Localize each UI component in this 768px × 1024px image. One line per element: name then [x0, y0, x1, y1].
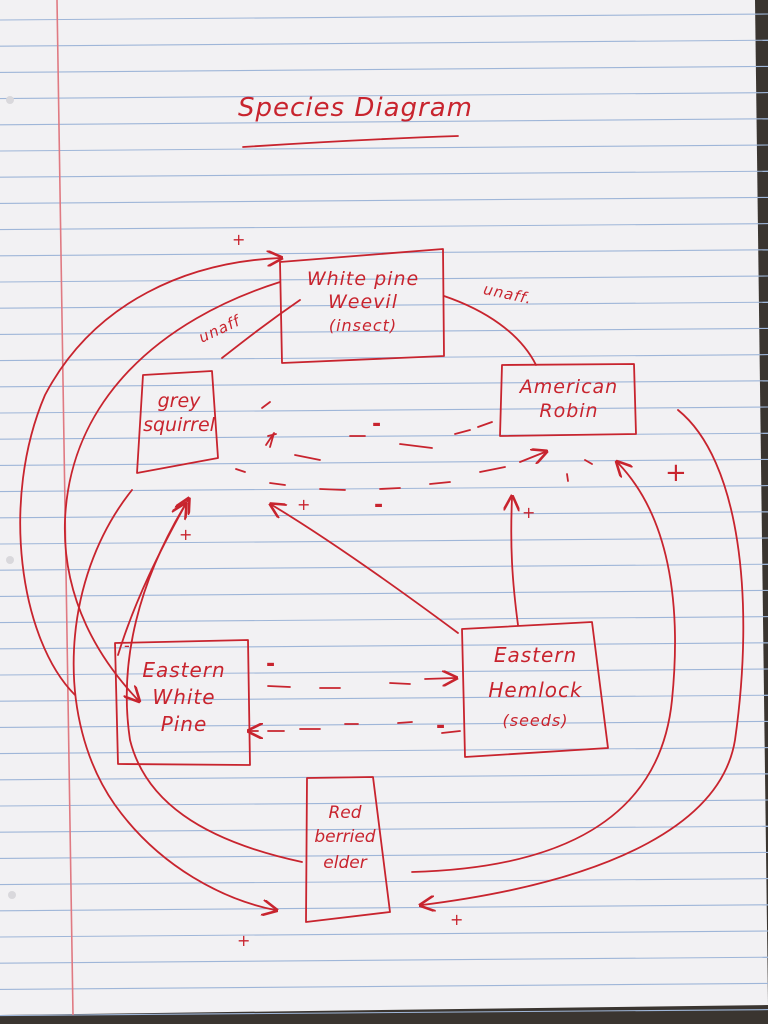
- pine-label: Eastern White Pine: [128, 660, 240, 735]
- ruled-line: [0, 432, 768, 440]
- weevil-line-2: Weevil: [328, 290, 398, 313]
- ruled-line: [0, 589, 768, 597]
- edge-elder-robin: [411, 463, 676, 873]
- ruled-line: [0, 851, 768, 859]
- ruled-line: [0, 275, 768, 283]
- ruled-line: [0, 563, 768, 571]
- ruled-line: [0, 642, 768, 650]
- edge-pine-hemlock: [267, 678, 455, 688]
- sign-minus-competition-bottom: -: [374, 493, 385, 518]
- robin-line-2: Robin: [539, 399, 599, 422]
- elder-line-2: berried: [314, 826, 376, 847]
- sign-plus-squirrel-hemlock: +: [297, 495, 312, 514]
- box-white-pine-weevil: [279, 248, 445, 364]
- hemlock-line-2: Hemlock: [488, 678, 583, 702]
- ruled-line: [0, 354, 768, 362]
- box-american-robin: [499, 363, 637, 437]
- ruled-line: [0, 458, 768, 466]
- sign-plus-squirrel-pine: +: [179, 525, 194, 544]
- robin-label: American Robin: [502, 376, 636, 422]
- ruled-line: [0, 956, 768, 964]
- edge-squirrel-weevil: [221, 299, 301, 359]
- edge-robin-elder: [422, 409, 745, 905]
- box-eastern-white-pine: [114, 639, 251, 766]
- sign-plus-elder-right: +: [450, 910, 465, 929]
- edge-squirrel-robin-top: [294, 421, 493, 461]
- elder-line-3: elder: [323, 852, 367, 873]
- ruled-line: [0, 799, 768, 807]
- ruled-line: [0, 747, 768, 755]
- ruled-line: [0, 249, 768, 257]
- ruled-line: [0, 92, 768, 100]
- ruled-lines: [0, 13, 768, 1017]
- ruled-line: [0, 223, 768, 231]
- binder-holes: [6, 96, 16, 899]
- ruled-line: [0, 1009, 768, 1017]
- ruled-line: [0, 380, 768, 388]
- ruled-line: [0, 65, 768, 73]
- ruled-line: [0, 904, 768, 912]
- ruled-line: [0, 878, 768, 886]
- hemlock-label: Eastern Hemlock (seeds): [468, 645, 603, 730]
- tick-mark-3: [584, 459, 593, 465]
- elder-label: Red berried elder: [308, 803, 382, 873]
- pine-line-2: White: [152, 685, 216, 709]
- sign-plus-elder-left: +: [237, 931, 252, 950]
- elder-line-1: Red: [328, 803, 362, 823]
- ruled-line: [0, 773, 768, 781]
- ruled-line: [0, 170, 768, 178]
- sign-minus-competition-top: -: [372, 412, 383, 437]
- sign-plus-robin-hemlock: +: [522, 503, 537, 522]
- weevil-line-3: (insect): [328, 315, 398, 335]
- ruled-line: [0, 511, 768, 519]
- pine-line-1: Eastern: [142, 658, 226, 682]
- tick-mark: [261, 401, 271, 409]
- ruled-line: [0, 196, 768, 204]
- weevil-line-1: White pine: [306, 268, 420, 290]
- ruled-line: [0, 39, 768, 47]
- ruled-line: [0, 982, 768, 990]
- robin-line-1: American: [519, 376, 619, 398]
- ruled-line: [0, 301, 768, 309]
- hemlock-line-1: Eastern: [493, 643, 578, 667]
- squirrel-arrowhead: [265, 432, 277, 448]
- box-red-berried-elder: [305, 776, 391, 923]
- squirrel-label: grey squirrel: [143, 390, 215, 436]
- edge-hemlock-pine: [250, 722, 461, 733]
- title-underline: [242, 135, 459, 148]
- page-title: Species Diagram: [238, 93, 473, 123]
- squirrel-line-1: grey: [157, 390, 201, 412]
- edge-hemlock-robin: [511, 498, 518, 626]
- tick-mark-2: [566, 473, 569, 482]
- sign-plus-weevil: +: [232, 230, 247, 249]
- edge-pine-weevil: [19, 258, 280, 696]
- weevil-label: White pine Weevil (insect): [293, 268, 433, 335]
- box-eastern-hemlock: [461, 621, 609, 758]
- ruled-line: [0, 13, 768, 21]
- pine-line-3: Pine: [160, 712, 208, 736]
- hemlock-line-3: (seeds): [502, 711, 569, 730]
- sign-plus-robin-elder: +: [665, 458, 688, 488]
- sign-minus-pine-hemlock: -: [266, 652, 277, 677]
- squirrel-line-2: squirrel: [143, 413, 215, 436]
- ruled-line: [0, 537, 768, 545]
- sign-minus-hemlock-pine: -: [436, 714, 447, 739]
- sign-minus-pine-corner: -: [124, 636, 131, 655]
- box-grey-squirrel: [136, 370, 219, 474]
- edge-hemlock-squirrel: [272, 505, 459, 634]
- edge-elder-squirrel: [125, 505, 303, 863]
- ruled-line: [0, 144, 768, 152]
- ruled-line: [0, 118, 768, 126]
- ruled-line: [0, 616, 768, 624]
- edge-squirrel-robin-bottom: [235, 452, 545, 491]
- ruled-line: [0, 825, 768, 833]
- ruled-line: [0, 406, 768, 414]
- edge-squirrel-elder: [72, 489, 275, 910]
- ruled-line: [0, 327, 768, 335]
- edge-robin-weevil: [443, 295, 537, 366]
- edge-weevil-pine: [64, 281, 281, 700]
- ruled-line: [0, 930, 768, 938]
